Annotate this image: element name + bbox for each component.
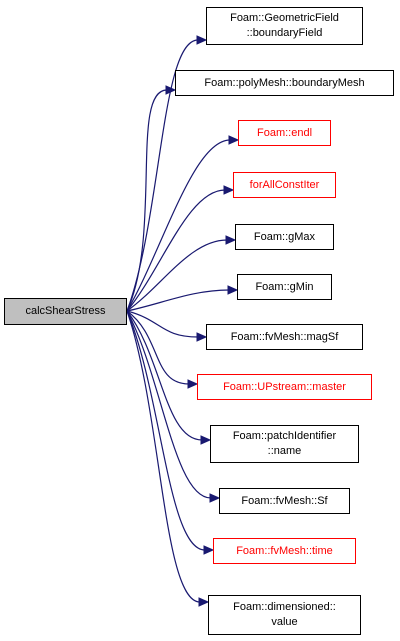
- callee-label: Foam::UPstream::master: [223, 380, 346, 393]
- arrowhead-icon: [223, 185, 235, 195]
- arrowhead-icon: [228, 135, 240, 145]
- callee-node-dimensioned-value[interactable]: Foam::dimensioned:: value: [208, 595, 361, 635]
- root-node-label: calcShearStress: [25, 305, 106, 317]
- call-edge-1: [126, 89, 168, 312]
- arrowhead-icon: [196, 332, 208, 342]
- callee-node-upstream-master[interactable]: Foam::UPstream::master: [197, 374, 372, 400]
- arrowhead-icon: [187, 379, 199, 389]
- arrowhead-icon: [200, 435, 212, 445]
- call-edge-9: [126, 310, 212, 499]
- call-edge-10: [126, 310, 206, 551]
- callee-label-line-1: Foam::dimensioned::: [233, 601, 336, 613]
- callee-label-line-1: Foam::patchIdentifier: [232, 430, 337, 442]
- callee-label-line-2: ::boundaryField: [246, 27, 323, 39]
- callee-label-line-2: ::name: [267, 445, 302, 457]
- call-edge-2: [126, 139, 231, 312]
- callee-node-fvmesh-sf[interactable]: Foam::fvMesh::Sf: [219, 488, 350, 514]
- callee-label: Foam::fvMesh::Sf: [241, 494, 328, 507]
- callee-label-line-2: value: [271, 616, 298, 628]
- arrowhead-icon: [209, 493, 221, 503]
- call-edge-8: [126, 310, 203, 441]
- arrowhead-icon: [225, 235, 237, 245]
- call-edge-5: [126, 289, 230, 312]
- callee-label: Foam::gMax: [253, 230, 316, 243]
- arrowhead-icon: [227, 285, 239, 295]
- callee-label: Foam::gMin: [255, 280, 314, 293]
- callee-node-polymesh-boundarymesh[interactable]: Foam::polyMesh::boundaryMesh: [175, 70, 394, 96]
- arrowhead-icon: [196, 35, 208, 45]
- call-edge-6: [126, 310, 199, 338]
- arrowhead-icon: [203, 545, 215, 555]
- call-edge-3: [126, 189, 226, 312]
- callee-label-line-1: Foam::GeometricField: [230, 12, 339, 24]
- callee-node-patchidentifier-name[interactable]: Foam::patchIdentifier ::name: [210, 425, 359, 463]
- callee-node-endl[interactable]: Foam::endl: [238, 120, 331, 146]
- callee-label: Foam::fvMesh::magSf: [230, 330, 339, 343]
- root-node-calcShearStress: calcShearStress: [4, 298, 127, 325]
- callee-node-fvmesh-magsf[interactable]: Foam::fvMesh::magSf: [206, 324, 363, 350]
- arrowhead-icon: [165, 85, 177, 95]
- callee-node-gmin[interactable]: Foam::gMin: [237, 274, 332, 300]
- call-edge-4: [126, 239, 228, 312]
- call-edge-7: [126, 310, 190, 385]
- arrowhead-icon: [198, 597, 210, 607]
- call-edge-11: [126, 310, 201, 603]
- callee-label: Foam::polyMesh::boundaryMesh: [204, 76, 365, 89]
- callee-node-gmax[interactable]: Foam::gMax: [235, 224, 334, 250]
- callee-label: Foam::endl: [256, 126, 313, 139]
- callee-node-forallconstiter[interactable]: forAllConstIter: [233, 172, 336, 198]
- callee-label: Foam::fvMesh::time: [236, 544, 333, 557]
- callee-node-geometricfield-boundaryfield[interactable]: Foam::GeometricField ::boundaryField: [206, 7, 363, 45]
- callee-node-fvmesh-time[interactable]: Foam::fvMesh::time: [213, 538, 356, 564]
- callee-label: forAllConstIter: [249, 178, 320, 191]
